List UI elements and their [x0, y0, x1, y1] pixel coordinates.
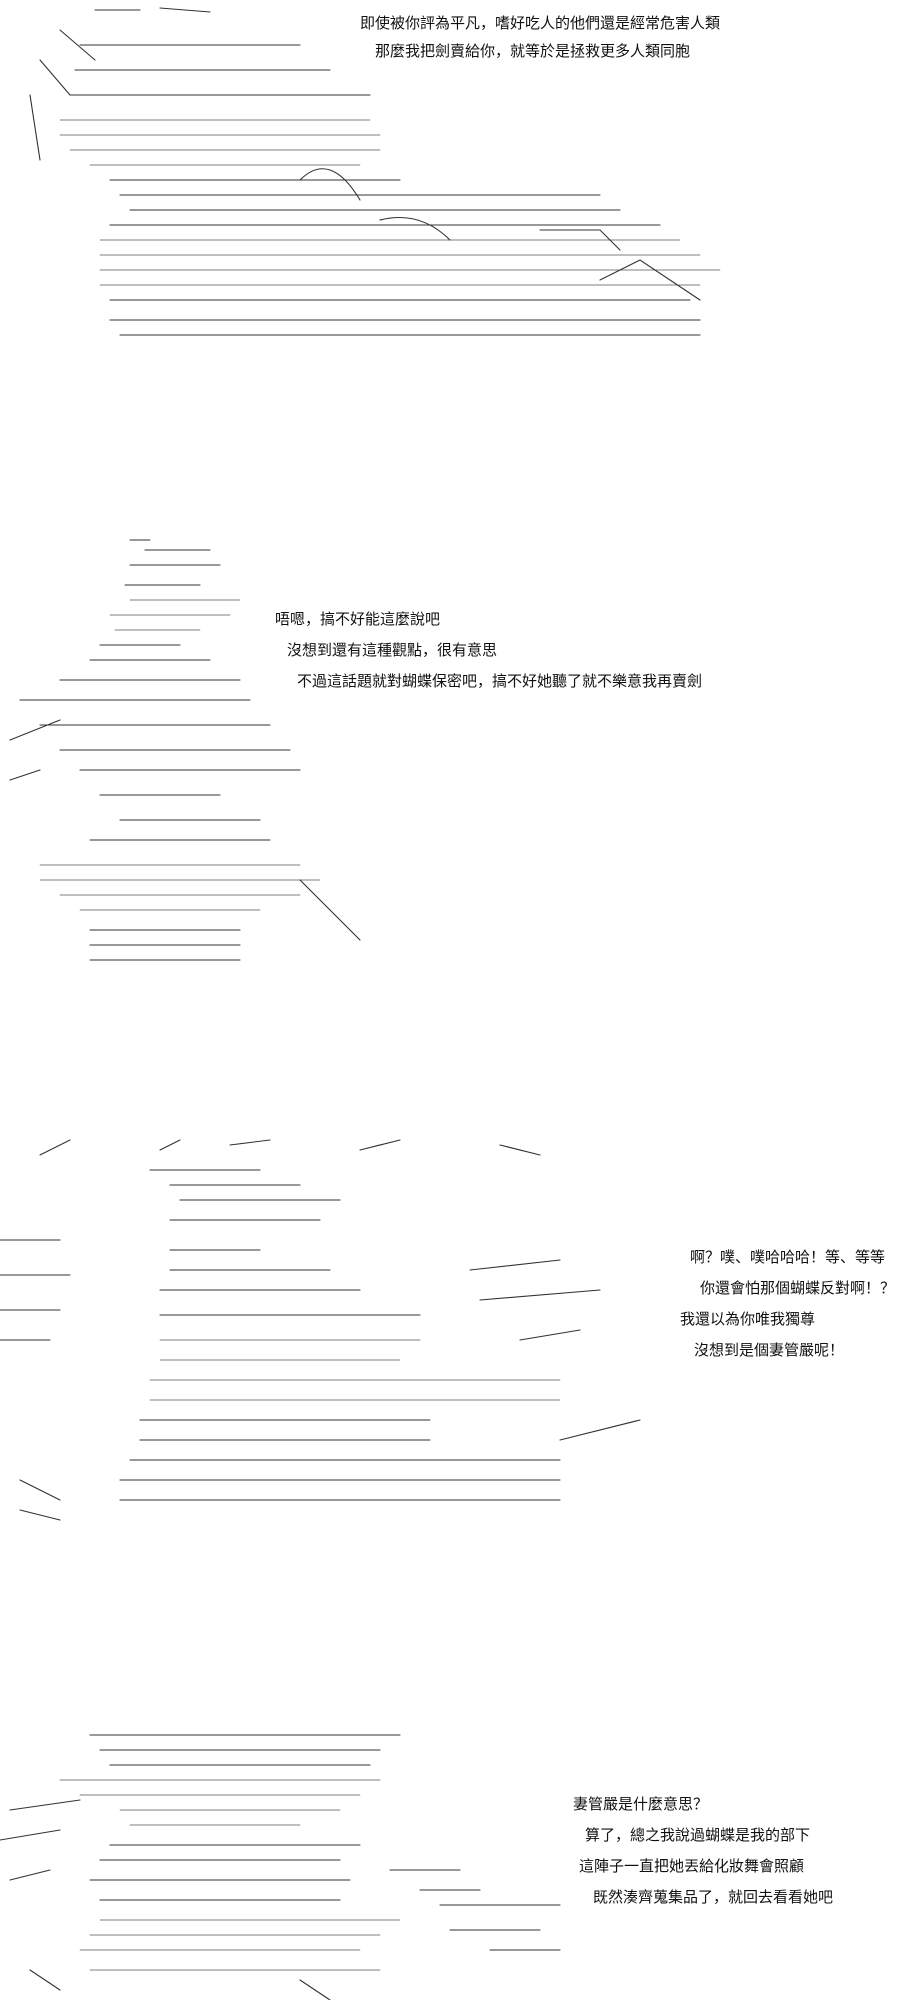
panel-1: 即使被你評為平凡，嗜好吃人的他們還是經常危害人類 那麼我把劍賣給你，就等於是拯救…: [0, 0, 909, 360]
dialog-line: 沒想到是個妻管嚴呢！: [694, 1341, 845, 1359]
dialog-box-2: 唔嗯，搞不好能這麼說吧 沒想到還有這種觀點，很有意思 不過這話題就對蝴蝶保密吧，…: [275, 610, 702, 691]
dialog-box-4: 妻管嚴是什麼意思？ 算了，總之我說過蝴蝶是我的部下 這陣子一直把她丟給化妝舞會照…: [573, 1795, 833, 1907]
panel-2: 唔嗯，搞不好能這麼說吧 沒想到還有這種觀點，很有意思 不過這話題就對蝴蝶保密吧，…: [0, 520, 909, 970]
ascii-art-character-lying: [29, 7, 721, 336]
dialog-line: 妻管嚴是什麼意思？: [573, 1795, 709, 1813]
dialog-line: 不過這話題就對蝴蝶保密吧，搞不好她聽了就不樂意我再賣劍: [297, 672, 703, 690]
dialog-box-3: 啊？噗、噗哈哈哈！等、等等 你還會怕那個蝴蝶反對啊！？ 我還以為你唯我獨尊 沒想…: [680, 1248, 896, 1360]
dialog-line: 我還以為你唯我獨尊: [680, 1310, 816, 1328]
dialog-line: 啊？噗、噗哈哈哈！等、等等: [690, 1248, 886, 1266]
dialog-line: 即使被你評為平凡，嗜好吃人的他們還是經常危害人類: [360, 14, 721, 32]
ascii-art-character-walking: [0, 1734, 561, 2000]
dialog-line: 唔嗯，搞不好能這麼說吧: [275, 610, 441, 628]
ascii-art-two-characters: [0, 1139, 641, 1521]
ascii-art-character-standing: [9, 539, 361, 961]
panel-4: 妻管嚴是什麼意思？ 算了，總之我說過蝴蝶是我的部下 這陣子一直把她丟給化妝舞會照…: [0, 1720, 909, 2000]
dialog-line: 沒想到還有這種觀點，很有意思: [287, 641, 498, 659]
dialog-line: 那麼我把劍賣給你，就等於是拯救更多人類同胞: [375, 42, 691, 60]
dialog-line: 既然湊齊蒐集品了，就回去看看她吧: [593, 1888, 834, 1906]
dialog-line: 算了，總之我說過蝴蝶是我的部下: [585, 1826, 811, 1844]
dialog-box-1: 即使被你評為平凡，嗜好吃人的他們還是經常危害人類 那麼我把劍賣給你，就等於是拯救…: [360, 14, 720, 61]
panel-3: 啊？噗、噗哈哈哈！等、等等 你還會怕那個蝴蝶反對啊！？ 我還以為你唯我獨尊 沒想…: [0, 1139, 909, 1540]
dialog-line: 這陣子一直把她丟給化妝舞會照顧: [579, 1857, 805, 1875]
dialog-line: 你還會怕那個蝴蝶反對啊！？: [700, 1279, 896, 1297]
